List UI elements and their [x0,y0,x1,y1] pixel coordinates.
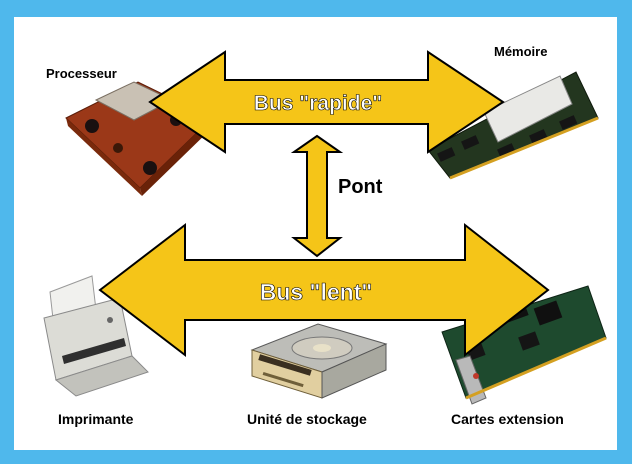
processor-label: Processeur [46,66,117,81]
floppy-drive-icon [250,323,388,399]
printer-icon [43,275,149,397]
printer-label: Imprimante [58,411,134,427]
memory-label: Mémoire [494,44,548,59]
slow-bus-label: Bus "lent" [260,279,373,305]
slow-bus-arrow [98,222,550,358]
memory-module-icon [427,71,599,180]
fast-bus-label: Bus "rapide" [254,92,382,115]
storage-label: Unité de stockage [247,411,367,427]
bridge-label: Pont [338,176,383,198]
bridge-arrow [290,134,344,258]
fast-bus-arrow [148,50,505,154]
expansion-label: Cartes extension [451,411,564,427]
